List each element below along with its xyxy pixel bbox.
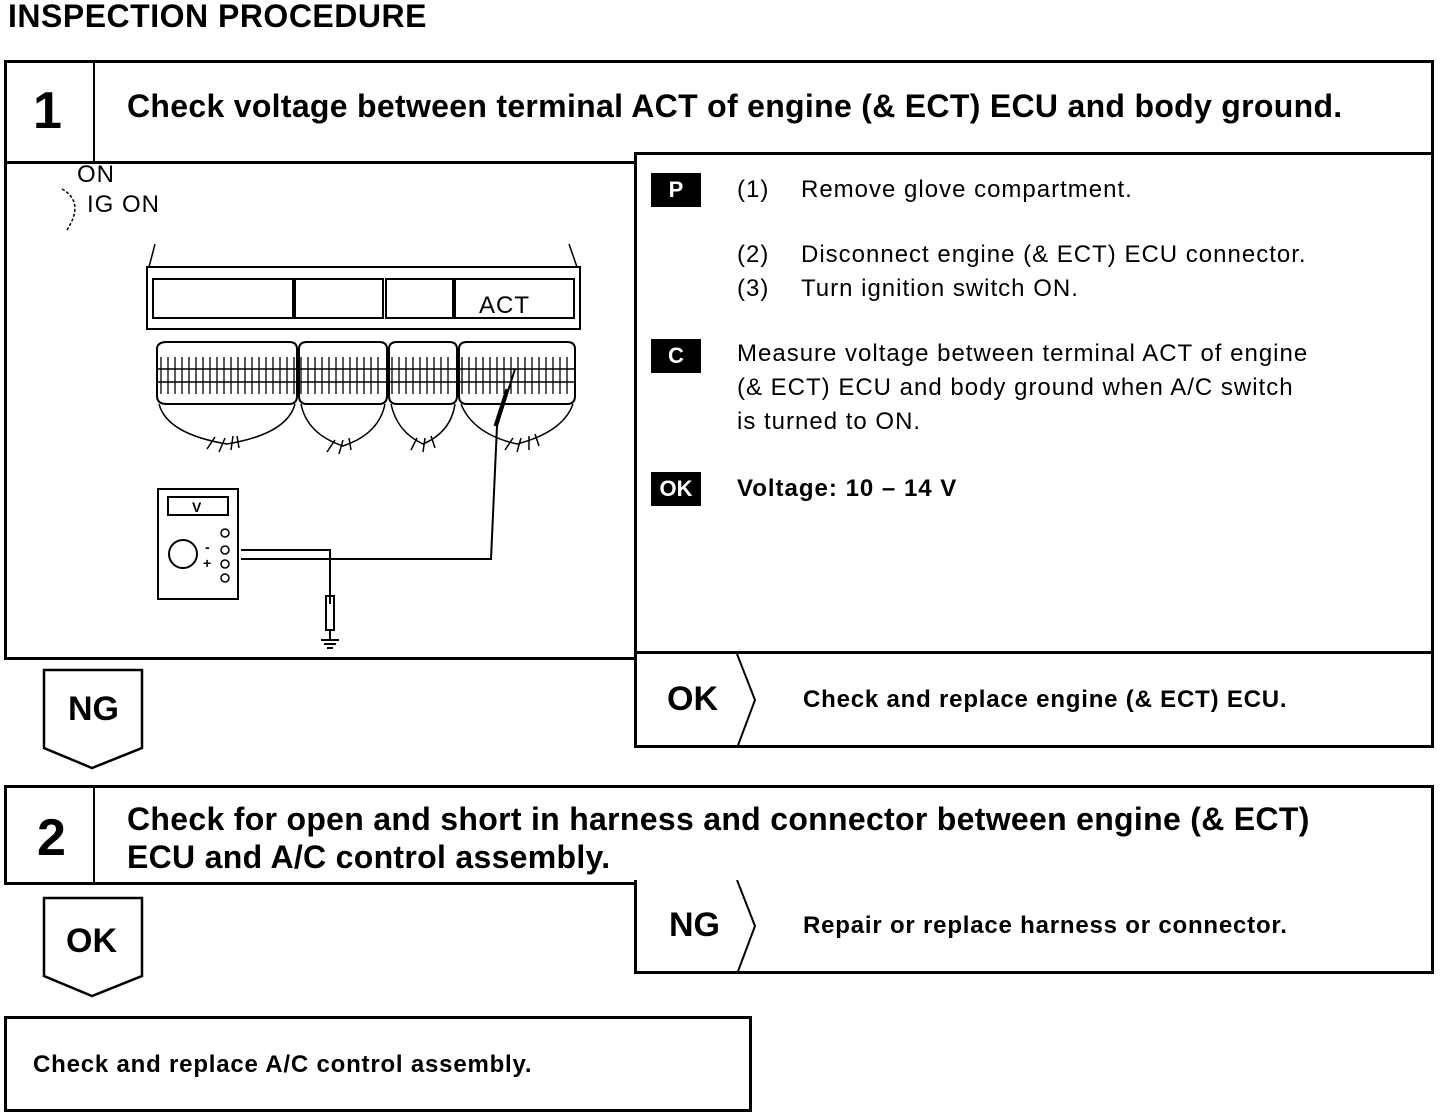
step2-ok-arrow <box>42 896 144 998</box>
step1-number: 1 <box>33 82 62 140</box>
step1-instruction-panel: P (1) Remove glove compartment. (2) Disc… <box>634 152 1434 654</box>
step1-header: 1 Check voltage between terminal ACT of … <box>4 60 1434 164</box>
ok-voltage-text: Voltage: 10 – 14 V <box>737 475 958 502</box>
step2-ng-label: NG <box>669 906 720 944</box>
meter-v-label: V <box>192 499 202 515</box>
step2-heading-line2: ECU and A/C control assembly. <box>127 839 611 875</box>
step1-heading: Check voltage between terminal ACT of en… <box>127 88 1343 124</box>
step-2-text: Disconnect engine (& ECT) ECU connector. <box>801 241 1307 268</box>
meter-minus: - <box>205 539 210 555</box>
step-1-num: (1) <box>737 176 770 203</box>
step2-heading-line1: Check for open and short in harness and … <box>127 801 1310 837</box>
meter-plus: + <box>203 555 211 571</box>
switch-on-text: ON <box>77 164 115 188</box>
ok-tag: OK <box>651 472 701 506</box>
step1-ng-arrow <box>42 668 144 770</box>
step1-ok-result-box: OK Check and replace engine (& ECT) ECU. <box>634 654 1434 748</box>
step1-ng-label: NG <box>68 690 119 728</box>
step1-diagram-panel: ON IG ON ACT <box>4 161 638 660</box>
c-text-line3: is turned to ON. <box>737 408 922 435</box>
step2-ok-label: OK <box>66 922 117 960</box>
act-terminal-label: ACT <box>479 292 530 319</box>
c-tag: C <box>651 339 701 373</box>
step2-ng-result-box: NG Repair or replace harness or connecto… <box>634 880 1434 974</box>
step-1-text: Remove glove compartment. <box>801 176 1133 203</box>
final-result-text: Check and replace A/C control assembly. <box>33 1051 533 1078</box>
p-tag: P <box>651 173 701 207</box>
step1-ok-label: OK <box>667 680 718 718</box>
ecu-connector-diagram: ON IG ON ACT <box>61 164 581 649</box>
c-text-line1: Measure voltage between terminal ACT of … <box>737 340 1309 367</box>
step-3-num: (3) <box>737 275 770 302</box>
step2-number: 2 <box>37 809 66 867</box>
step1-ok-result: Check and replace engine (& ECT) ECU. <box>803 686 1288 713</box>
step-2-num: (2) <box>737 241 770 268</box>
step2-header: 2 Check for open and short in harness an… <box>4 785 1434 885</box>
switch-ig-text: IG ON <box>87 191 160 218</box>
step-3-text: Turn ignition switch ON. <box>801 275 1079 302</box>
step2-ng-result: Repair or replace harness or connector. <box>803 912 1288 939</box>
c-text-line2: (& ECT) ECU and body ground when A/C swi… <box>737 374 1294 401</box>
page-title: INSPECTION PROCEDURE <box>8 0 427 34</box>
final-result-box: Check and replace A/C control assembly. <box>4 1016 752 1112</box>
